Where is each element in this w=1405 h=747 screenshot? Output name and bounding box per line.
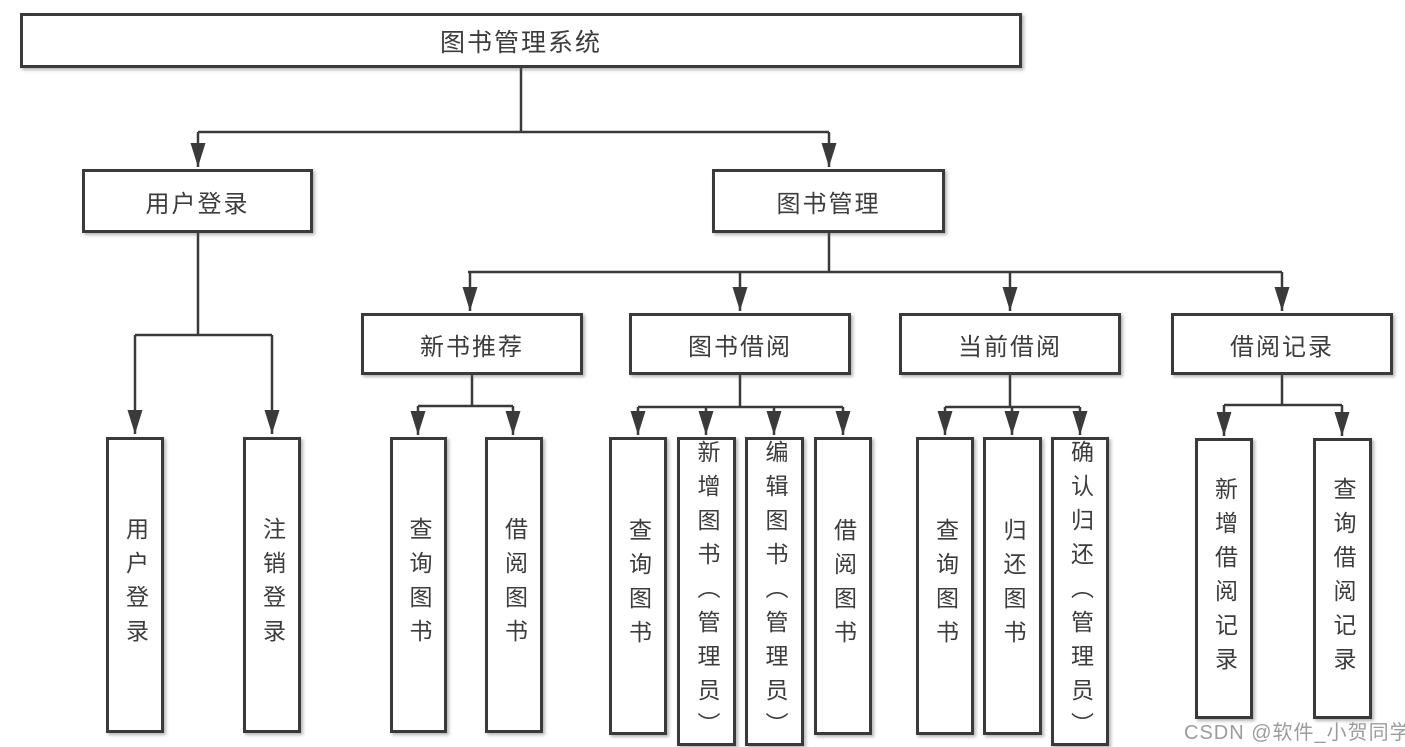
node-book-borrow: 图书借阅 [629,313,851,375]
node-label: 用户登录 [145,190,250,218]
csdn-watermark: CSDN @软件_小贺同学 [1184,722,1405,744]
leaf-edit-book-admin: 编辑图书（管理员） [745,437,804,746]
node-new-book-recommend: 新书推荐 [361,313,583,375]
node-label: 当前借阅 [958,333,1062,361]
leaf-add-book-admin: 新增图书（管理员） [677,437,736,746]
leaf-query-book-current: 查询图书 [916,437,974,735]
node-label: 图书管理 [776,190,881,218]
leaf-logout: 注销登录 [243,437,301,733]
leaf-query-borrow-record: 查询借阅记录 [1313,438,1372,719]
leaf-query-book-borrow: 查询图书 [609,437,667,735]
node-label: 图书借阅 [688,333,792,361]
leaf-query-book-recommend: 查询图书 [390,437,447,733]
leaf-borrow-book: 借阅图书 [814,437,872,735]
node-user-login: 用户登录 [82,169,313,233]
leaf-return-book: 归还图书 [983,437,1042,735]
node-label: 图书管理系统 [439,28,602,57]
node-library-system: 图书管理系统 [20,13,1022,68]
node-current-borrow: 当前借阅 [899,313,1121,375]
node-label: 新书推荐 [420,333,524,361]
leaf-add-borrow-record: 新增借阅记录 [1195,438,1253,719]
node-label: 借阅记录 [1230,333,1334,361]
leaf-user-login: 用户登录 [106,437,164,733]
leaf-borrow-book-recommend: 借阅图书 [485,437,543,733]
node-book-management: 图书管理 [712,169,945,233]
leaf-confirm-return-admin: 确认归还（管理员） [1051,437,1109,746]
node-borrow-records: 借阅记录 [1171,313,1393,375]
